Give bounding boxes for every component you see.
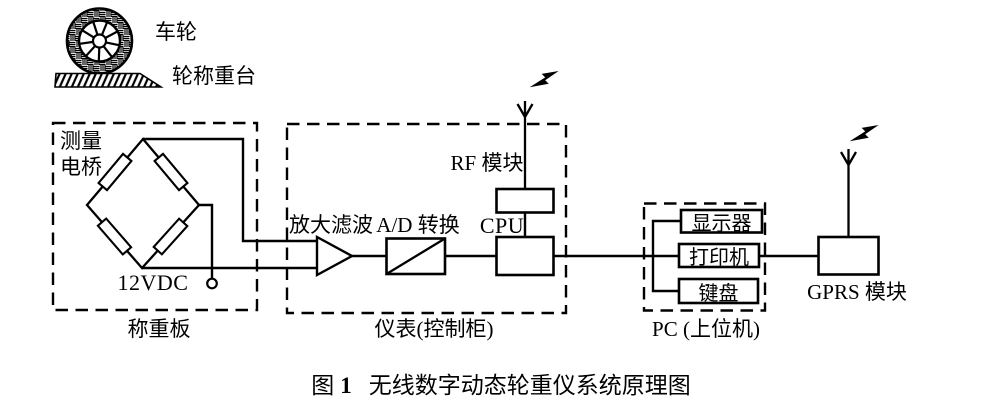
rf-module-box bbox=[495, 187, 555, 214]
wire-bridge-right-to-terminal bbox=[199, 203, 214, 279]
display-label: 显示器 bbox=[691, 213, 752, 235]
keyboard-box bbox=[677, 277, 760, 305]
terminal-node-icon bbox=[206, 277, 218, 290]
keyboard-label: 键盘 bbox=[698, 282, 739, 305]
bridge-circuit bbox=[85, 137, 201, 270]
printer-box bbox=[677, 242, 761, 269]
adc-symbol bbox=[385, 237, 447, 276]
caption-figure-label: 图 bbox=[311, 373, 335, 398]
cabinet-label: 仪表(控制柜) bbox=[374, 317, 494, 341]
bridge-label-line2: 电桥 bbox=[60, 155, 102, 179]
cabinet-box bbox=[285, 122, 568, 315]
pc-label: PC (上位机) bbox=[652, 317, 760, 341]
bridge-resistor bbox=[153, 152, 189, 192]
amplifier-symbol bbox=[315, 234, 355, 278]
bridge-resistor bbox=[97, 152, 133, 192]
bridge-resistor bbox=[152, 217, 189, 256]
weighing-board-label: 称重板 bbox=[127, 317, 191, 341]
cpu-module-box bbox=[495, 235, 555, 277]
bridge-resistor bbox=[96, 217, 133, 256]
gprs-module-box bbox=[817, 235, 880, 276]
display-box bbox=[679, 208, 764, 234]
weighing-platform-icon bbox=[54, 72, 164, 88]
amplifier-label: 放大滤波 bbox=[289, 213, 373, 237]
platform-label: 轮称重台 bbox=[172, 64, 256, 88]
weighing-board-box bbox=[51, 121, 259, 312]
rf-module-label: RF 模块 bbox=[450, 151, 524, 175]
lightning-bolt-icon bbox=[848, 117, 881, 150]
lightning-bolt-icon bbox=[528, 63, 561, 96]
gprs-module-label: GPRS 模块 bbox=[807, 280, 907, 304]
supply-label: 12VDC bbox=[117, 270, 189, 295]
wires bbox=[142, 137, 819, 293]
cpu-label: CPU bbox=[479, 213, 525, 238]
wire-pc-internal-bus bbox=[651, 219, 681, 293]
wire-bridge-top-to-amp bbox=[143, 137, 317, 243]
pc-peripheral-boxes bbox=[677, 208, 764, 305]
adc-label: A/D 转换 bbox=[376, 213, 460, 237]
wheel-icon bbox=[65, 7, 134, 75]
caption-title: 无线数字动态轮重仪系统原理图 bbox=[368, 373, 691, 398]
bridge-label-line1: 测量 bbox=[60, 129, 102, 153]
caption-figure-number: 1 bbox=[340, 373, 352, 398]
wheel-label: 车轮 bbox=[155, 20, 197, 44]
printer-label: 打印机 bbox=[689, 247, 749, 269]
antenna-icon bbox=[839, 147, 858, 239]
